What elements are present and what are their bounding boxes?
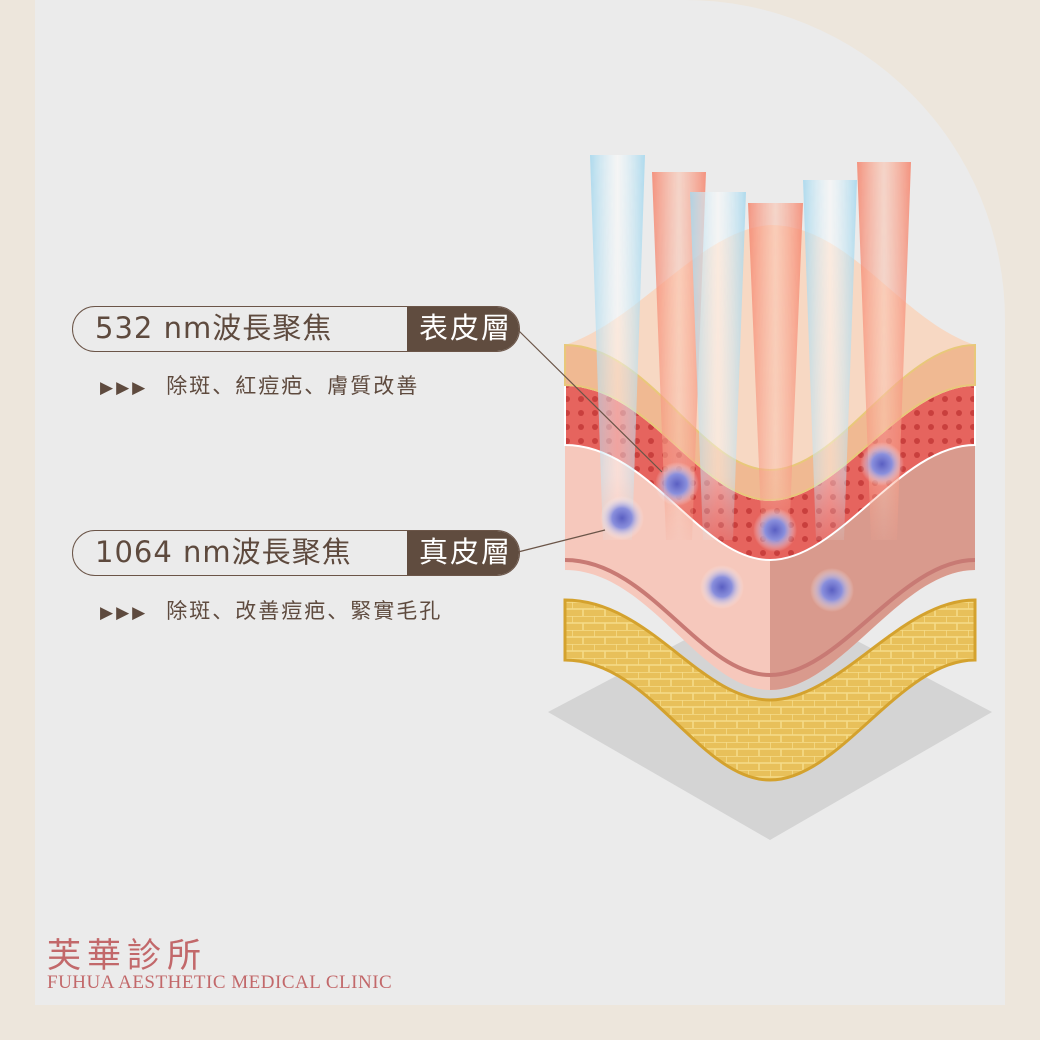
beam-blue — [690, 192, 746, 540]
triple-arrow-icon: ▶▶▶ — [100, 378, 149, 398]
clinic-name-chinese: 芙華診所 — [47, 936, 207, 976]
leader-line-dermis — [517, 529, 606, 553]
focus-point — [753, 508, 797, 552]
beam-red — [748, 203, 803, 540]
dermis-right — [770, 445, 975, 690]
focus-point — [600, 496, 644, 540]
beam-blue — [803, 180, 857, 540]
clinic-name-english: FUHUA AESTHETIC MEDICAL CLINIC — [47, 972, 393, 993]
leader-line-epidermis — [517, 329, 663, 473]
laser-beams — [590, 155, 911, 540]
focus-points — [600, 442, 904, 612]
layer-badge: 真皮層 — [407, 531, 519, 575]
benefits-text: 除斑、改善痘疤、緊實毛孔 — [166, 599, 443, 623]
dermis-lines — [564, 558, 976, 678]
focus-point — [655, 462, 699, 506]
fat-layer — [563, 598, 977, 782]
layer-badge: 表皮層 — [407, 307, 519, 351]
callout-1064nm: 1064 nm波長聚焦 真皮層 — [72, 530, 520, 576]
benefits-1064nm: ▶▶▶ 除斑、改善痘疤、緊實毛孔 — [100, 595, 442, 625]
focus-point — [860, 442, 904, 486]
wavelength-label: 1064 nm波長聚焦 — [95, 535, 352, 569]
focus-point — [810, 568, 854, 612]
benefits-532nm: ▶▶▶ 除斑、紅痘疤、膚質改善 — [100, 370, 419, 400]
beam-red — [652, 172, 706, 540]
benefits-text: 除斑、紅痘疤、膚質改善 — [166, 374, 420, 398]
callout-532nm: 532 nm波長聚焦 表皮層 — [72, 306, 520, 352]
beam-blue — [590, 155, 645, 540]
wavelength-label: 532 nm波長聚焦 — [95, 311, 333, 345]
triple-arrow-icon: ▶▶▶ — [100, 603, 149, 623]
focus-point — [700, 565, 744, 609]
